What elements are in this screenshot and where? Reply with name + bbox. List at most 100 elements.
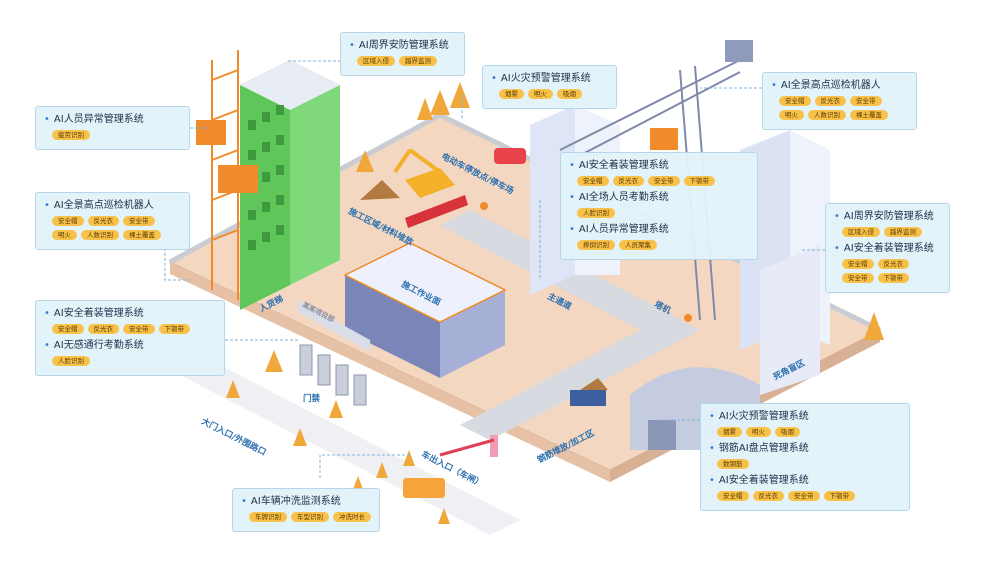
right-building-e — [760, 245, 820, 395]
feature-tag: 明火 — [52, 230, 77, 240]
feature-tag: 安全帽 — [52, 216, 84, 226]
feature-tag: 安全带 — [123, 216, 155, 226]
feature-tag: 越界监测 — [399, 56, 437, 66]
gate-arch — [298, 300, 370, 352]
feature-tag: 安全帽 — [842, 259, 874, 269]
label-gate: 门禁 — [303, 394, 321, 404]
vehicle-barrier-post — [490, 435, 498, 457]
system-title: AI人员异常管理系统 — [44, 113, 181, 126]
tag-list: 人脸识别 — [44, 356, 216, 366]
system-title: AI安全着装管理系统 — [709, 474, 901, 487]
office-block-front — [345, 275, 440, 378]
green-tower-roof — [240, 60, 340, 110]
green-tower-side — [290, 60, 340, 285]
tag-list: 人脸识别 — [569, 208, 749, 218]
feature-tag: 烟雾 — [499, 89, 524, 99]
feature-tag: 疲劳识别 — [52, 130, 90, 140]
feature-tag: 明火 — [528, 89, 553, 99]
tag-list: 安全帽反光衣安全带下颚带 — [834, 259, 941, 283]
system-title: AI周界安防管理系统 — [834, 210, 941, 223]
tag-list: 摔倒识别人员聚集 — [569, 240, 749, 250]
system-title: AI全场人员考勤系统 — [569, 191, 749, 204]
tag-list: 区域入侵越界监测 — [834, 227, 941, 237]
tag-list: 疲劳识别 — [44, 130, 181, 140]
feature-tag: 吸烟 — [557, 89, 582, 99]
feature-tag: 安全带 — [850, 96, 882, 106]
system-title: AI车辆冲洗监测系统 — [241, 495, 371, 508]
feature-tag: 安全帽 — [52, 324, 84, 334]
red-barrier — [405, 195, 468, 228]
system-title: AI周界安防管理系统 — [349, 39, 456, 52]
feature-tag: 人数识别 — [808, 110, 846, 120]
tag-list: 车牌识别车型识别冲洗时长 — [241, 512, 371, 522]
system-title: AI人员异常管理系统 — [569, 223, 749, 236]
feature-tag: 反光衣 — [814, 96, 846, 106]
red-car — [494, 148, 526, 164]
hoist-cab — [218, 165, 258, 193]
panel-right-bottom: AI火灾预警管理系统烟雾明火吸烟钢筋AI盘点管理系统数钢筋 AI安全着装管理系统安… — [700, 403, 910, 511]
feature-tag: 反光衣 — [87, 324, 119, 334]
tag-list: 安全帽反光衣安全带下颚带 — [569, 176, 749, 186]
warehouse-door — [648, 420, 676, 450]
feature-tag: 裸土覆盖 — [123, 230, 161, 240]
feature-tag: 安全带 — [123, 324, 155, 334]
feature-tag: 反光衣 — [87, 216, 119, 226]
system-title: AI火灾预警管理系统 — [491, 72, 608, 85]
feature-tag: 反光衣 — [752, 491, 784, 501]
feature-tag: 下颚带 — [877, 273, 909, 283]
feature-tag: 区域入侵 — [357, 56, 395, 66]
system-title: AI无感通行考勤系统 — [44, 339, 216, 352]
system-title: AI全景高点巡检机器人 — [44, 199, 181, 212]
tag-list: 安全帽反光衣安全带下颚带 — [709, 491, 901, 501]
feature-tag: 车型识别 — [291, 512, 329, 522]
green-tower-windows — [248, 105, 284, 250]
feature-tag: 人脸识别 — [577, 208, 615, 218]
vehicle-barrier-arm — [439, 438, 495, 457]
office-block-roof — [343, 242, 507, 323]
feature-tag: 人员聚集 — [619, 240, 657, 250]
feature-tag: 摔倒识别 — [577, 240, 615, 250]
feature-tag: 裸土覆盖 — [850, 110, 888, 120]
tag-list: 安全帽反光衣安全带明火人数识别裸土覆盖 — [771, 96, 908, 120]
feature-tag: 安全帽 — [779, 96, 811, 106]
callout-connectors — [164, 60, 825, 478]
hoist-cab-upper — [196, 120, 226, 145]
tag-list: 安全帽反光衣安全带明火人数识别裸土覆盖 — [44, 216, 181, 240]
feature-tag: 人数识别 — [81, 230, 119, 240]
dirt-pile — [360, 180, 400, 200]
tag-list: 烟雾明火吸烟 — [709, 427, 901, 437]
feature-tag: 吸烟 — [775, 427, 800, 437]
cyclist — [480, 202, 488, 210]
feature-tag: 区域入侵 — [842, 227, 880, 237]
feature-tag: 下颚带 — [158, 324, 190, 334]
office-block-side — [440, 290, 505, 378]
gate-turnstiles — [299, 344, 367, 406]
excavator — [393, 148, 455, 198]
system-title: AI火灾预警管理系统 — [709, 410, 901, 423]
tag-list: 烟雾明火吸烟 — [491, 89, 608, 99]
feature-tag: 安全带 — [842, 273, 874, 283]
tag-list: 区域入侵越界监测 — [349, 56, 456, 66]
feature-tag: 明火 — [746, 427, 771, 437]
tag-list: 安全帽反光衣安全带下颚带 — [44, 324, 216, 334]
crane-counterweight — [725, 40, 753, 62]
feature-tag: 反光衣 — [877, 259, 909, 269]
